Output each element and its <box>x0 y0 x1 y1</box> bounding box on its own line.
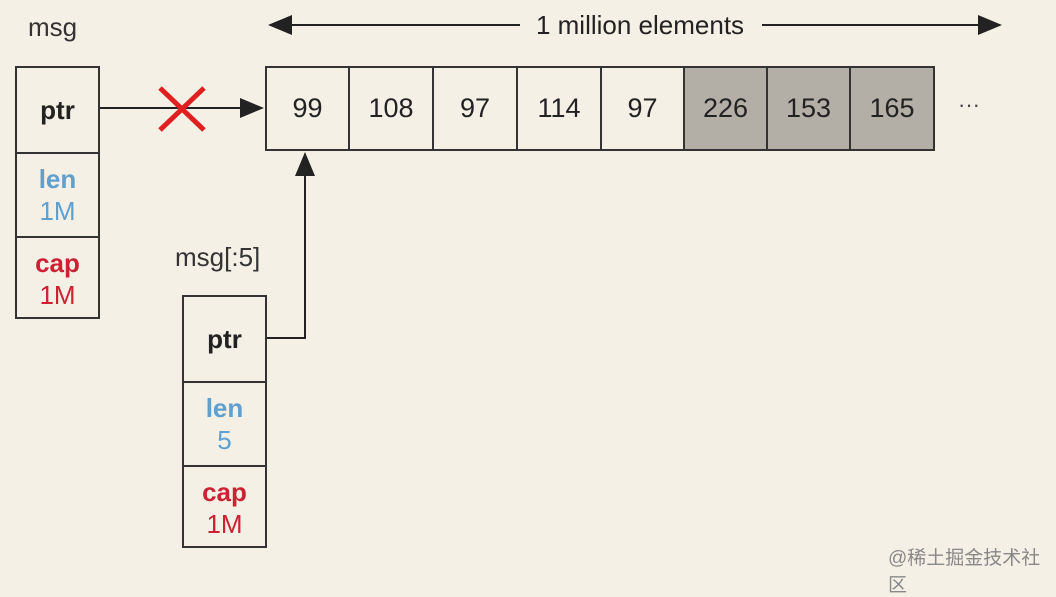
array-cell: 226 <box>683 66 768 151</box>
slice-ptr-field: ptr <box>184 297 265 381</box>
slice-ptr-arrow <box>266 152 315 339</box>
len-value: 5 <box>217 425 232 455</box>
extent-label: 1 million elements <box>535 10 745 40</box>
len-label: len <box>205 393 244 423</box>
watermark: @稀土掘金技术社区 <box>888 548 1041 596</box>
array-cell: 99 <box>265 66 350 151</box>
array-cell: 165 <box>849 66 935 151</box>
array-cell: 97 <box>600 66 685 151</box>
len-value: 1M <box>39 196 76 226</box>
arrows-layer <box>99 15 1002 339</box>
array-cell: 114 <box>516 66 602 151</box>
array-cell: 108 <box>348 66 434 151</box>
cap-value: 1M <box>206 509 243 539</box>
cap-value: 1M <box>39 280 76 310</box>
ptr-label: ptr <box>207 324 242 354</box>
ellipsis: ··· <box>958 92 980 117</box>
len-label: len <box>38 164 77 194</box>
array-cell: 97 <box>432 66 518 151</box>
slice-label: msg[:5] <box>175 242 261 272</box>
ptr-label: ptr <box>40 95 75 125</box>
cross-icon <box>158 86 206 132</box>
array-cell: 153 <box>766 66 851 151</box>
cap-label: cap <box>35 248 80 278</box>
cap-label: cap <box>202 477 247 507</box>
msg-label: msg <box>28 12 78 42</box>
msg-ptr-field: ptr <box>17 68 98 152</box>
